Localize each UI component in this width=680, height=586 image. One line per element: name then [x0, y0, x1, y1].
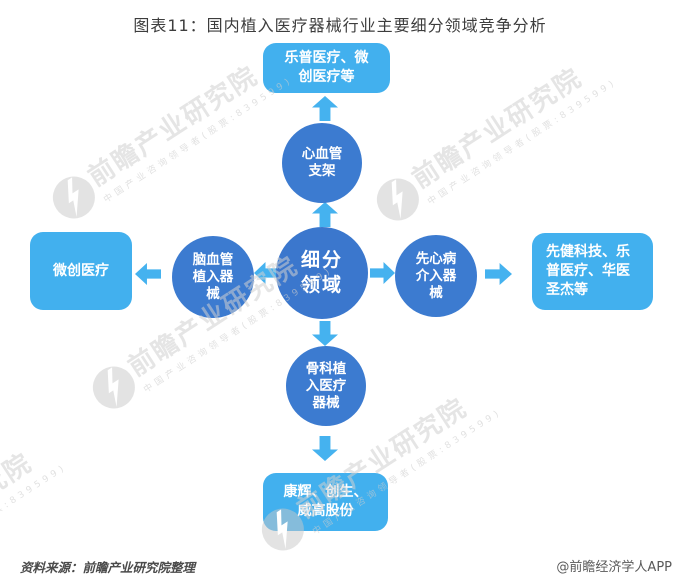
watermark-tagline: 中国产业咨询领导者(股票:839599): [426, 77, 620, 208]
qianzhan-logo-icon: [52, 176, 95, 219]
source-note: 资料来源：前瞻产业研究院整理: [20, 560, 196, 575]
box-cardiovascular-companies: 乐普医疗、微 创医疗等: [263, 43, 390, 93]
text-line: 创医疗等: [298, 69, 355, 85]
text-line: 康辉、创生、: [283, 484, 368, 500]
watermark: 前瞻产业研究院 中国产业咨询领导者(股票:839599): [366, 43, 619, 232]
text-line: 微创医疗: [53, 262, 109, 279]
text-line: 心血管: [301, 146, 343, 162]
text-line: 支架: [308, 163, 336, 179]
box-cerebrovascular-companies: 微创医疗: [30, 232, 132, 310]
arrow-up-outer-icon: [312, 96, 338, 121]
box-congenital-heart-companies: 先健科技、乐 普医疗、华医 圣杰等: [532, 233, 653, 310]
chart-title: 图表11：国内植入医疗器械行业主要细分领域竞争分析: [133, 16, 547, 35]
watermark: 前瞻产业研究院 中国产业咨询领导者(股票:839599): [42, 41, 295, 230]
node-cardiovascular-stent: 心血管 支架: [282, 123, 362, 203]
text-line: 圣杰等: [546, 282, 588, 298]
text-line: 领域: [300, 274, 343, 296]
text-line: 脑血管: [192, 251, 234, 268]
arrow-right-inner-icon: [370, 262, 395, 284]
arrow-down-outer-icon: [312, 436, 338, 461]
text-line: 械: [206, 285, 220, 302]
arrow-left-outer-icon: [135, 263, 161, 285]
node-congenital-heart-device: 先心病 介入器 械: [395, 235, 477, 317]
watermark-tagline: 中国产业咨询领导者(股票:839599): [102, 75, 296, 206]
text-line: 械: [429, 284, 443, 301]
center-node-segments: 细分 领域: [276, 227, 368, 319]
text-line: 介入器: [415, 267, 457, 284]
text-line: 骨科植: [305, 360, 347, 377]
credit-note: @前瞻经济学人APP: [556, 560, 672, 575]
text-line: 细分: [300, 249, 343, 271]
text-line: 乐普医疗、微: [284, 50, 369, 66]
arrow-up-inner-icon: [312, 202, 338, 227]
text-line: 威高股份: [297, 503, 354, 519]
box-orthopedic-companies: 康辉、创生、 威高股份: [263, 473, 388, 531]
arrow-right-outer-icon: [485, 263, 512, 285]
qianzhan-logo-icon: [92, 366, 135, 409]
arrow-down-inner-icon: [312, 321, 338, 346]
text-line: 器械: [312, 394, 340, 411]
text-line: 植入器: [192, 268, 234, 285]
watermark-brand: 前瞻产业研究院: [407, 62, 588, 195]
text-line: 先心病: [415, 250, 457, 267]
watermark-brand: 前瞻产业研究院: [83, 60, 264, 193]
node-cerebrovascular-implant: 脑血管 植入器 械: [172, 236, 254, 318]
qianzhan-logo-icon: [376, 178, 419, 221]
text-line: 普医疗、华医: [546, 263, 630, 279]
text-line: 先健科技、乐: [546, 244, 630, 260]
node-orthopedic-implant: 骨科植 入医疗 器械: [286, 346, 366, 426]
watermark-text: 前瞻产业研究院 中国产业咨询领导者(股票:839599): [404, 43, 619, 207]
text-line: 入医疗: [305, 377, 347, 394]
